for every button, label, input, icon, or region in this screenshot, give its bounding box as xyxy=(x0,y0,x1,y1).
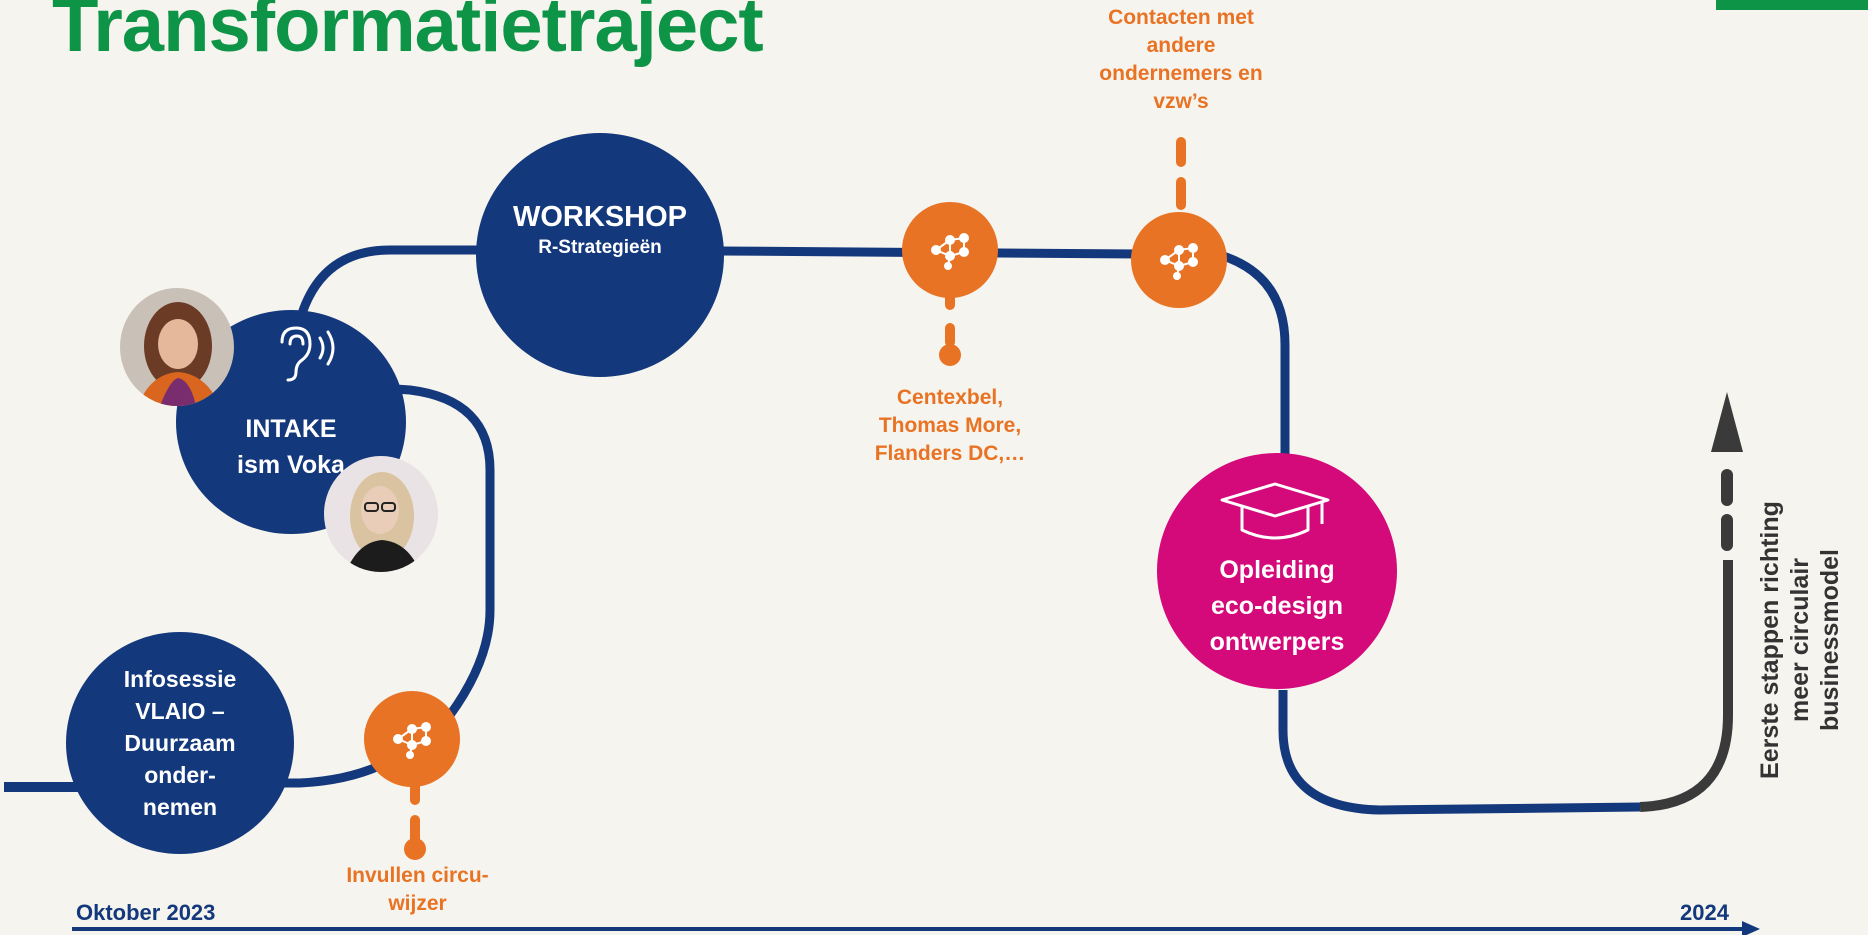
centexbel-connector-dot xyxy=(939,344,961,366)
centexbel-network-node xyxy=(902,202,998,298)
timeline-end-label: 2024 xyxy=(1680,900,1729,925)
contacten-label: Contacten met andere ondernemers en vzw’… xyxy=(1099,6,1263,113)
contacten-network-node xyxy=(1131,212,1227,308)
avatar-woman-blonde xyxy=(324,456,438,572)
workshop-title: WORKSHOP xyxy=(513,201,687,233)
avatar-woman-orange xyxy=(120,288,234,406)
goal-label: Eerste stappen richting meer circulair b… xyxy=(1756,501,1844,779)
network-people-icon xyxy=(931,233,969,270)
centexbel-label: Centexbel, Thomas More, Flanders DC,… xyxy=(874,386,1026,465)
intake-subtitle: ism Voka xyxy=(237,451,345,479)
corner-accent-bar xyxy=(1716,0,1868,10)
goal-arrow-head xyxy=(1711,392,1743,452)
network-people-icon xyxy=(393,722,431,759)
path-opleiding-to-bottom xyxy=(1278,690,1641,815)
page-title: Transformatietraject xyxy=(52,0,764,68)
opleiding-node: Opleiding eco-design ontwerpers xyxy=(1157,453,1397,689)
infosessie-node: Infosessie VLAIO – Duurzaam onder-nemen xyxy=(66,632,294,854)
invullen-label: Invullen circu- wijzer xyxy=(346,864,489,915)
network-people-icon xyxy=(1160,243,1198,280)
intake-title: INTAKE xyxy=(245,415,337,443)
graduation-cap-icon xyxy=(1220,482,1330,540)
timeline-start-label: Oktober 2023 xyxy=(76,900,216,925)
path-intake-to-workshop xyxy=(295,245,490,322)
workshop-subtitle: R-Strategieën xyxy=(538,237,662,258)
workshop-node: WORKSHOP R-Strategieën xyxy=(476,133,724,377)
path-orange-to-intake xyxy=(379,383,495,718)
invullen-connector-dot xyxy=(404,838,426,860)
invullen-network-node xyxy=(364,691,460,787)
timeline-arrow-head xyxy=(1742,921,1760,935)
ear-listening-icon xyxy=(280,326,335,382)
path-contacten-to-opleiding xyxy=(1218,250,1290,455)
infosessie-label: Infosessie VLAIO – Duurzaam onder-nemen xyxy=(123,666,237,820)
opleiding-label: Opleiding eco-design ontwerpers xyxy=(1209,556,1345,656)
path-final-dark xyxy=(1639,560,1733,812)
